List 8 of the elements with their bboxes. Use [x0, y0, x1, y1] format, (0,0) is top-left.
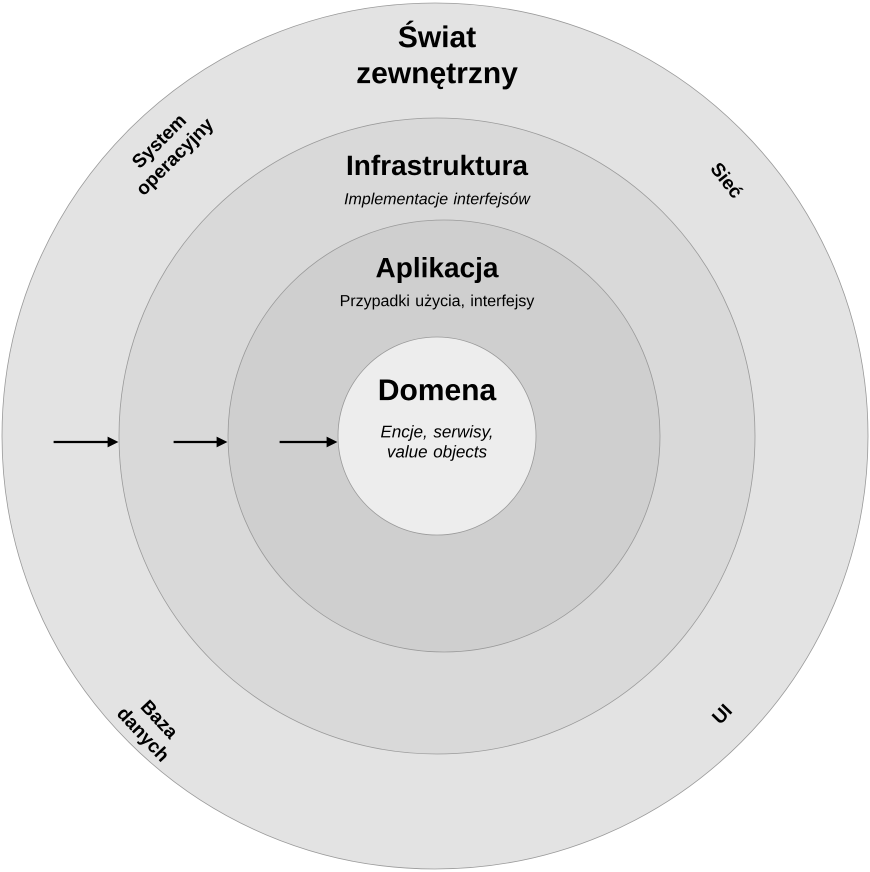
layer-description: Implementacje interfejsów	[344, 192, 531, 208]
layer-title: Świat zewnętrzny	[357, 20, 518, 90]
layer-title: Aplikacja	[376, 256, 499, 284]
layer-description: Przypadki użycia, interfejsy	[340, 294, 534, 310]
ring-label: UI	[711, 703, 732, 723]
layer-description: Encje, serwisy, value objects	[381, 425, 492, 461]
layer-title: Domena	[380, 380, 496, 400]
layer-title: Infrastruktura	[348, 154, 528, 176]
